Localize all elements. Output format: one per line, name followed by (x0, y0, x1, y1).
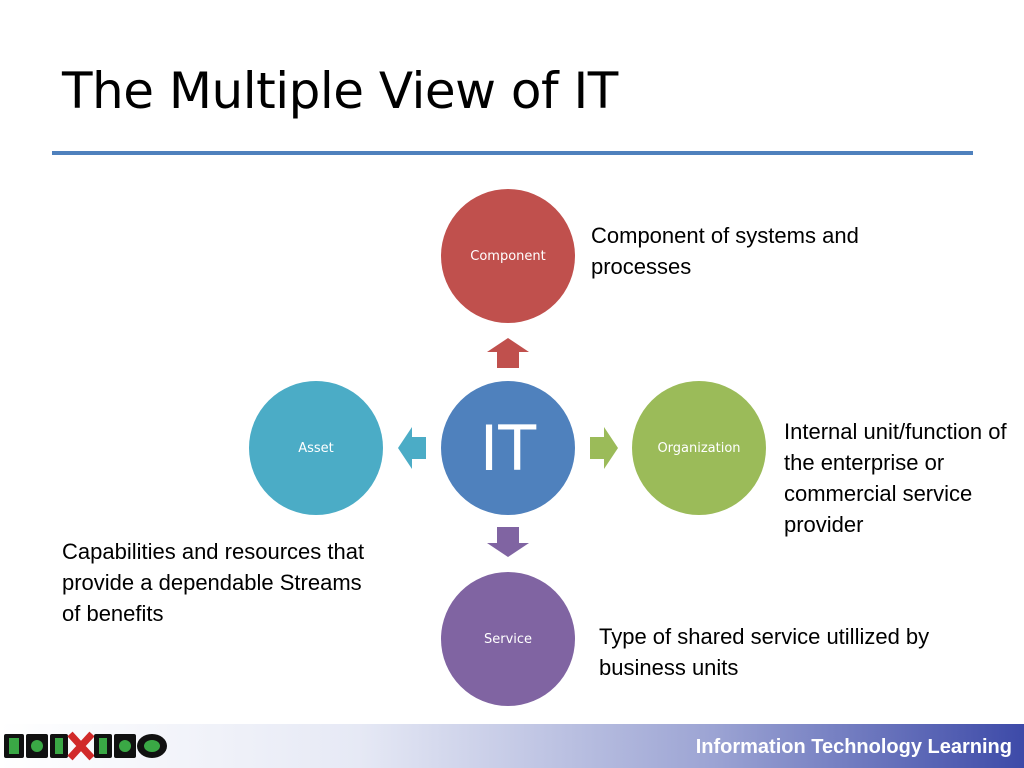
service-node: Service (441, 572, 575, 706)
arrow-down-icon (487, 527, 529, 557)
service-label: Service (483, 631, 533, 647)
arrow-up-icon (487, 338, 529, 368)
footer-label: Information Technology Learning (695, 736, 1012, 758)
asset-node: Asset (249, 381, 383, 515)
asset-label: Asset (298, 440, 334, 456)
organization-note: Internal unit/function of the enterprise… (784, 419, 1007, 537)
service-note: Type of shared service utillized by busi… (599, 624, 930, 680)
inixindo-logo (4, 731, 167, 761)
component-label: Component (470, 248, 546, 264)
component-note: Component of systems and processes (591, 223, 859, 279)
arrow-left-icon (398, 427, 426, 469)
slide-title: The Multiple View of IT (62, 62, 618, 120)
organization-node: Organization (632, 381, 766, 515)
it-center-label: IT (479, 411, 537, 485)
organization-label: Organization (657, 440, 741, 456)
footer-bar: Information Technology Learning (0, 724, 1024, 768)
arrow-right-icon (590, 427, 618, 469)
it-center-node: IT (441, 381, 575, 515)
component-node: Component (441, 189, 575, 323)
title-underline (52, 151, 973, 155)
asset-note: Capabilities and resources that provide … (62, 539, 365, 626)
